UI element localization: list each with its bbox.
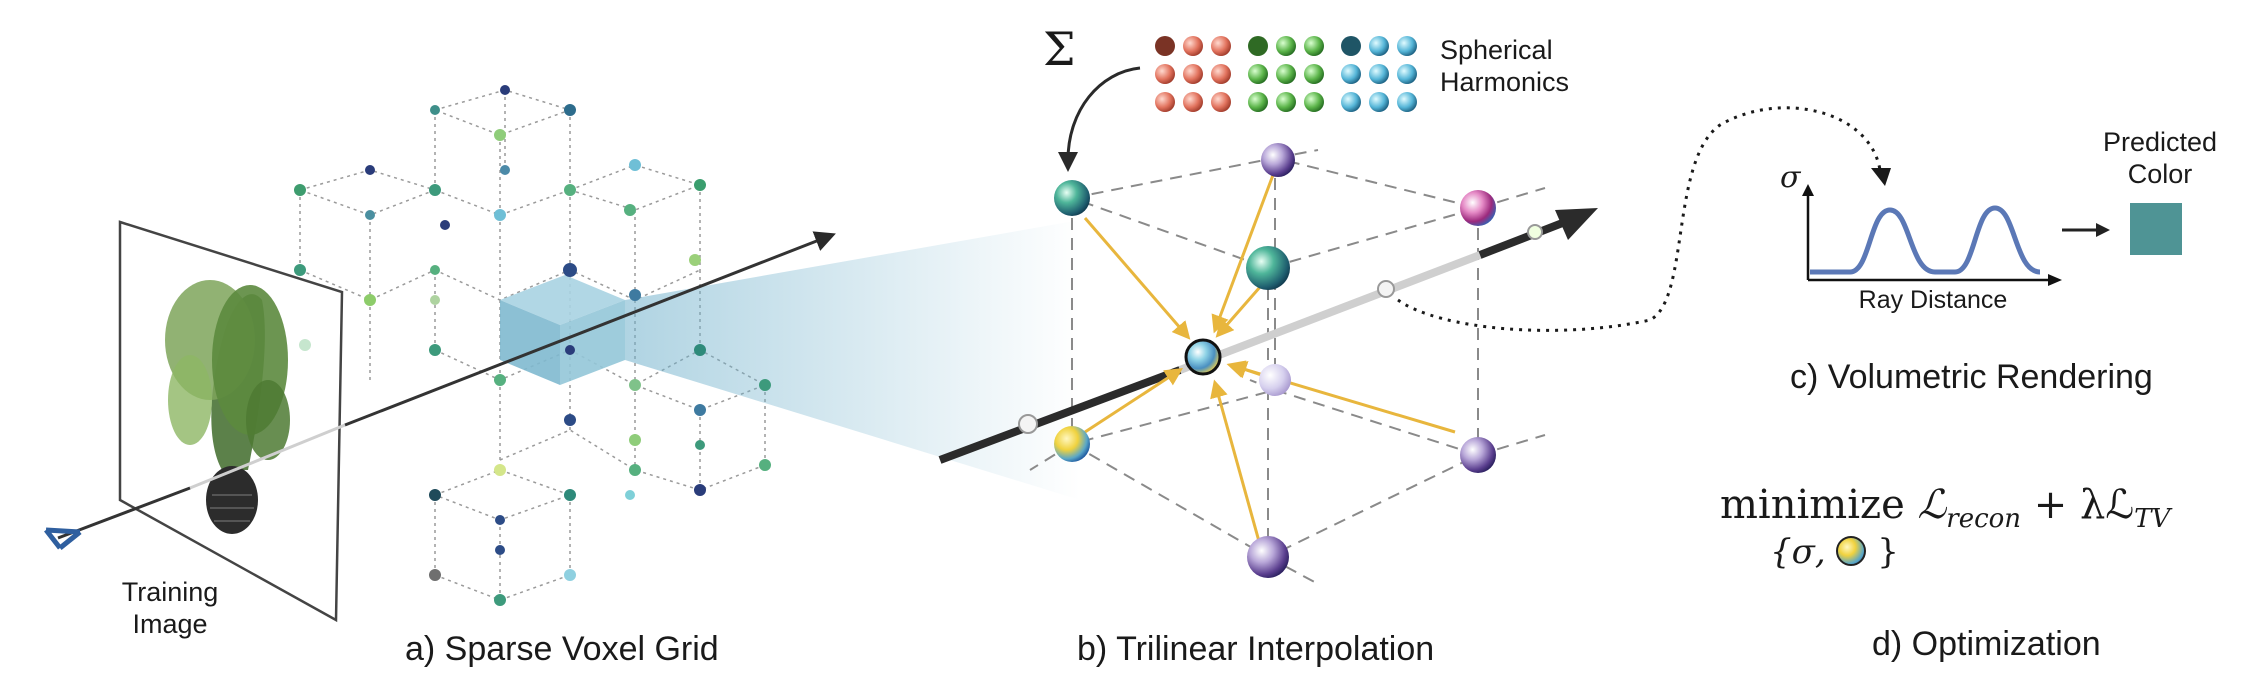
formula-constraint: {σ, } (1770, 532, 1899, 572)
sum-arrow (1066, 66, 1141, 161)
camera-icon (44, 527, 82, 550)
density-plot (1802, 184, 2182, 286)
interpolation-cube (1029, 149, 1546, 586)
sigma-axis-label: σ (1780, 160, 1801, 195)
sh-sphere (1261, 143, 1295, 177)
interpolated-sphere (1184, 338, 1222, 376)
spherical-line1: Spherical (1440, 35, 1553, 65)
constraint-sphere-icon (1836, 536, 1867, 566)
predicted-color-swatch (2130, 203, 2182, 255)
formula-plus-tv: + λℒ (2033, 482, 2135, 528)
constraint-close: } (1877, 532, 1899, 572)
sh-sphere (1247, 536, 1289, 578)
constraint-open: {σ, (1770, 532, 1826, 572)
ray-sample-point (1018, 414, 1038, 434)
ray-distance-label: Ray Distance (1858, 286, 2008, 314)
sh-sphere (1054, 426, 1090, 462)
output-arrowhead (2096, 223, 2110, 237)
caption-trilinear: b) Trilinear Interpolation (1077, 630, 1435, 668)
formula-minimize: minimize (1720, 482, 1905, 528)
formula-loss-recon: ℒ (1917, 482, 1947, 528)
density-axis-y-arrow (1802, 184, 1814, 196)
caption-optimization: d) Optimization (1872, 625, 2101, 663)
ray-sample-point (1527, 224, 1543, 240)
camera-ray-faint (189, 423, 346, 490)
sh-sphere (1246, 246, 1290, 290)
training-image-line2: Image (132, 609, 208, 639)
formula-tv-subscript: TV (2134, 504, 2171, 534)
ray-sample-point (1377, 280, 1395, 298)
ray-arrowhead (1555, 208, 1598, 240)
spherical-harmonics-label: Spherical Harmonics (1440, 34, 1590, 98)
sh-sphere (1259, 364, 1291, 396)
camera-ray (344, 231, 836, 427)
trilinear-interpolation (938, 36, 1891, 586)
sum-arrowhead (1058, 152, 1078, 172)
interpolation-arrows (1083, 174, 1456, 546)
zoom-beam (625, 220, 1080, 500)
ray-segment-dark (938, 366, 1182, 464)
density-axis-x-arrow (2048, 274, 2062, 286)
plant-image (165, 280, 290, 534)
voxel-points (294, 85, 771, 606)
sh-sphere (1054, 180, 1090, 216)
predicted-line1: Predicted (2102, 127, 2218, 157)
sh-spheres (1054, 143, 1496, 578)
sparse-voxel-grid (44, 85, 1080, 623)
training-image-label: Training Image (105, 576, 235, 640)
sh-sphere (1460, 437, 1496, 473)
spherical-harmonics-grid (1155, 36, 1417, 112)
sh-sphere (1460, 190, 1496, 226)
caption-sparse-voxel-grid: a) Sparse Voxel Grid (405, 630, 719, 668)
density-curve (1810, 205, 2041, 275)
render-arrowhead (1871, 168, 1891, 186)
predicted-color-label: Predicted Color (2085, 126, 2235, 190)
formula-recon-subscript: recon (1946, 504, 2022, 534)
caption-volumetric: c) Volumetric Rendering (1790, 358, 2153, 396)
training-image-line1: Training (121, 577, 219, 607)
ray-segment-light (1178, 251, 1482, 374)
ray-segment-end (1478, 218, 1567, 259)
objective-formula: minimize ℒrecon + λℒTV (1720, 482, 2170, 534)
spherical-line2: Harmonics (1440, 67, 1570, 97)
sum-symbol: Σ (1043, 22, 1076, 76)
predicted-line2: Color (2127, 159, 2193, 189)
